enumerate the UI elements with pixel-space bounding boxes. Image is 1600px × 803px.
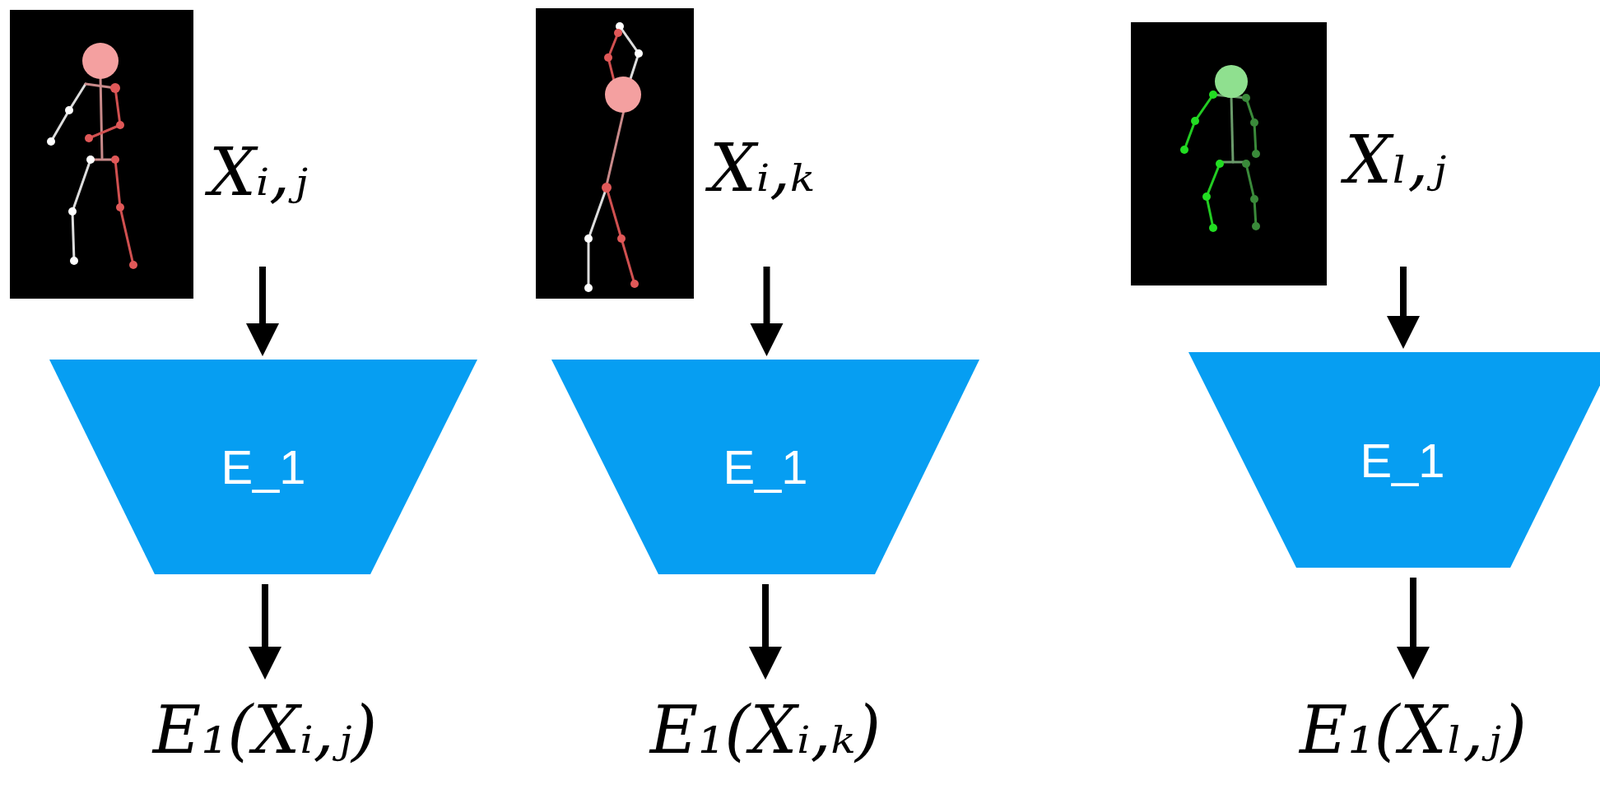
- output-label: E₁(Xᵢ,ₖ): [648, 691, 884, 771]
- flow-arrow: [748, 584, 782, 680]
- skeleton-image: [535, 8, 694, 299]
- input-sample: Xᵢ,ⱼ: [9, 9, 315, 257]
- encoder-block: E_1: [1188, 352, 1600, 568]
- embedding-output: E₁(Xᵢ,ⱼ): [151, 691, 380, 771]
- encoder-block: E_1: [49, 359, 478, 575]
- output-label: E₁(Xᵢ,ⱼ): [151, 691, 380, 771]
- flow-arrow: [248, 584, 282, 680]
- flow-arrow: [1386, 266, 1420, 349]
- embedding-output: E₁(Xᵢ,ₖ): [648, 691, 884, 771]
- embedding-output: E₁(Xₗ,ⱼ): [1297, 691, 1529, 771]
- output-label: E₁(Xₗ,ⱼ): [1297, 691, 1529, 771]
- input-label: Xᵢ,ₖ: [709, 129, 815, 209]
- flow-arrow: [246, 266, 280, 357]
- input-label: Xᵢ,ⱼ: [209, 133, 308, 213]
- flow-arrow: [1396, 577, 1430, 680]
- encoder-label: E_1: [1359, 432, 1445, 489]
- encoder-label: E_1: [722, 439, 808, 495]
- flow-arrow: [750, 266, 784, 357]
- skeleton-image: [9, 9, 194, 299]
- input-sample: Xᵢ,ₖ: [535, 9, 841, 257]
- input-sample: Xₗ,ⱼ: [1130, 22, 1518, 257]
- encoder-block: E_1: [551, 359, 980, 575]
- encoder-label: E_1: [220, 439, 306, 495]
- skeleton-image: [1130, 22, 1327, 286]
- input-label: Xₗ,ⱼ: [1344, 120, 1447, 200]
